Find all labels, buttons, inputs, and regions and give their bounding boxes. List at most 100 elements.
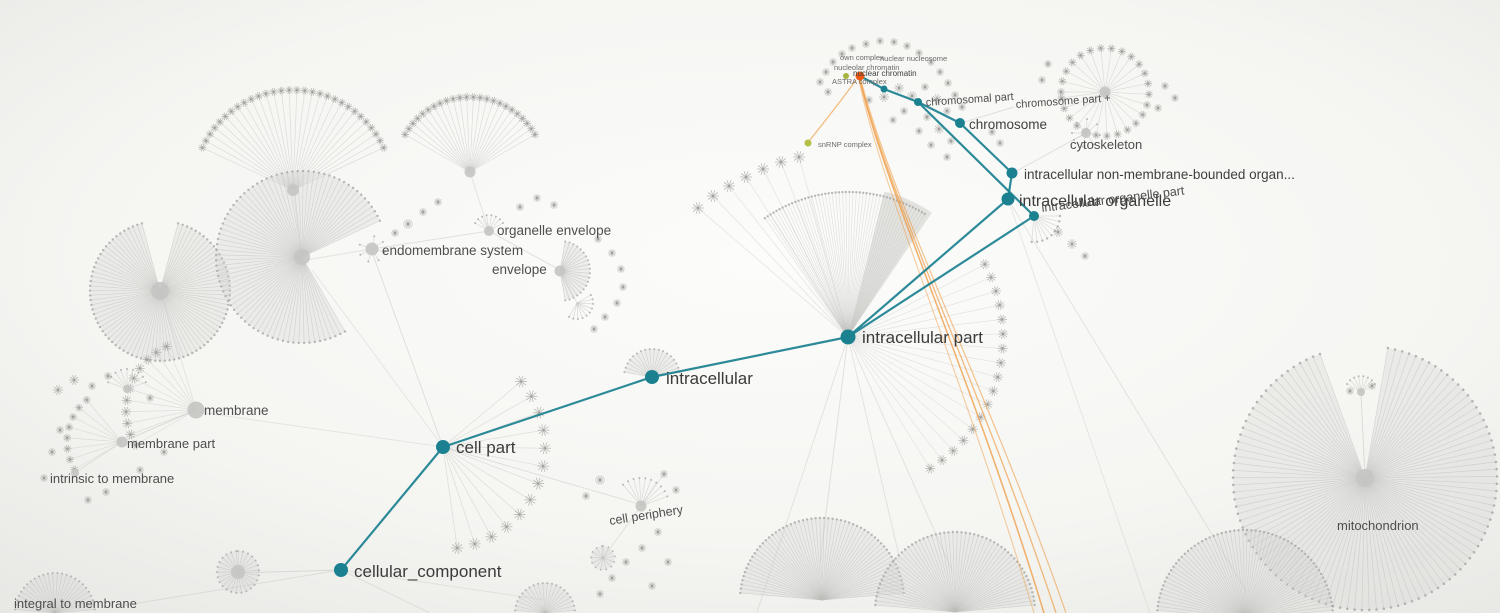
node-chromosome[interactable]: [955, 118, 965, 128]
asterisk-center: [521, 117, 524, 120]
hub-node[interactable]: [187, 401, 205, 419]
node-intracellular-organelle[interactable]: [1001, 192, 1015, 206]
hub-node[interactable]: [294, 249, 310, 265]
label-cytoskeleton[interactable]: cytoskeleton: [1070, 137, 1142, 152]
fan-tip-node: [216, 330, 219, 333]
hub-node[interactable]: [1099, 86, 1111, 98]
asterisk-node: [986, 272, 997, 283]
node-non-membrane-organelle[interactable]: [1006, 167, 1018, 179]
fan-spoke: [159, 257, 223, 292]
label-nuclear-chromatin[interactable]: nuclear chromatin: [853, 69, 917, 78]
fan-tip-node: [666, 352, 669, 355]
fan-spoke: [1297, 609, 1333, 613]
fan-spoke: [1161, 589, 1232, 613]
label-nuclear-nucleosome[interactable]: nuclear nucleosome: [880, 54, 947, 63]
graph-edge: [847, 336, 953, 571]
label-intracellular-non-membrane-bounded-organ[interactable]: intracellular non-membrane-bounded organ…: [1024, 167, 1295, 182]
hub-node[interactable]: [1081, 128, 1091, 138]
label-chromosome[interactable]: chromosome: [969, 117, 1047, 132]
fan-spoke: [1364, 477, 1493, 513]
hub-node[interactable]: [116, 436, 128, 448]
label-endomembrane-system[interactable]: endomembrane system: [382, 243, 523, 258]
fan-spoke: [1252, 407, 1366, 479]
label-intracellular-organelle[interactable]: intracellular organelle: [1019, 193, 1171, 210]
fan-tip-node: [524, 589, 527, 592]
fan-tip-node: [501, 222, 504, 224]
fan-spoke: [954, 536, 983, 613]
node-fan: [763, 190, 926, 338]
fan-tip-node: [827, 517, 830, 520]
label-membrane[interactable]: membrane: [204, 403, 269, 418]
node-green-complex-2[interactable]: [804, 139, 812, 147]
fan-spoke: [220, 228, 303, 258]
hub-node[interactable]: [231, 565, 245, 579]
label-mitochondrion[interactable]: mitochondrion: [1337, 518, 1419, 533]
fan-tip-node: [1440, 369, 1443, 372]
fan-tip-node: [1456, 383, 1460, 386]
hub-node[interactable]: [1357, 388, 1365, 396]
label-organelle-envelope[interactable]: organelle envelope: [497, 223, 611, 238]
label-integral-to-membrane[interactable]: integral to membrane: [14, 596, 137, 611]
label-cellular-component[interactable]: cellular_component: [354, 562, 502, 581]
asterisk-center: [50, 450, 54, 454]
node-intracellular[interactable]: [645, 370, 659, 384]
fan-tip-node: [653, 348, 656, 351]
fan-tip-node: [599, 568, 602, 571]
label-snrnp-complex[interactable]: snRNP complex: [818, 140, 872, 149]
hub-node[interactable]: [464, 166, 476, 178]
fan-tip-node: [858, 191, 861, 194]
fan-tip-node: [1476, 544, 1480, 548]
node-cellular-component[interactable]: [334, 563, 348, 577]
hub-node[interactable]: [1356, 469, 1374, 487]
fan-tip-node: [1330, 600, 1333, 604]
label-intracellular[interactable]: intracellular: [666, 369, 753, 388]
asterisk-node: [660, 470, 668, 478]
label-nucleolar-chromatin[interactable]: nucleolar chromatin: [834, 63, 899, 72]
fan-spoke: [1248, 550, 1303, 613]
hub-node[interactable]: [287, 184, 299, 196]
hub-node[interactable]: [123, 385, 131, 393]
hub-node[interactable]: [151, 282, 169, 300]
hub-node[interactable]: [71, 469, 79, 477]
asterisk-center: [603, 315, 607, 319]
fan-spoke: [54, 576, 72, 613]
label-cell-part[interactable]: cell part: [456, 438, 516, 457]
node-green-complex-1[interactable]: [843, 73, 849, 79]
fan-tip-node: [186, 225, 189, 228]
fan-tip-node: [1238, 519, 1242, 522]
fan-tip-node: [119, 232, 122, 235]
fan-tip-node: [564, 240, 567, 243]
node-intracellular-part[interactable]: [840, 329, 856, 345]
label-intracellular-part[interactable]: intracellular part: [862, 328, 983, 347]
fan-tip-node: [1297, 547, 1300, 550]
node-intracellular-organelle-part[interactable]: [1029, 211, 1039, 221]
label-intrinsic-to-membrane[interactable]: intrinsic to membrane: [50, 471, 174, 486]
fan-spoke: [301, 190, 358, 258]
fan-tip-node: [675, 362, 678, 365]
node-nuclear-chromatin[interactable]: [855, 71, 865, 81]
label-membrane-part[interactable]: membrane part: [127, 436, 216, 451]
hub-node[interactable]: [635, 500, 647, 512]
label-astra-complex[interactable]: ASTRA complex: [832, 77, 887, 86]
asterisk-node: [757, 163, 769, 175]
fan-tip-node: [613, 561, 616, 563]
fan-spoke: [469, 103, 501, 173]
fan-tip-node: [781, 526, 785, 529]
fan-spoke: [16, 599, 56, 613]
hub-node[interactable]: [484, 226, 494, 236]
label-own-complex[interactable]: own complex: [840, 53, 884, 62]
fan-tip-node: [890, 555, 893, 558]
graph-edge: [1007, 198, 1248, 593]
fan-spoke: [147, 359, 197, 411]
asterisk-node: [1086, 46, 1095, 55]
asterisk-center: [264, 92, 268, 95]
hub-node[interactable]: [365, 242, 379, 256]
node-cell-part[interactable]: [436, 440, 450, 454]
fan-spoke: [1249, 414, 1366, 479]
label-envelope[interactable]: envelope: [492, 262, 547, 277]
hub-node[interactable]: [554, 265, 566, 277]
node-chromosomal-part[interactable]: [914, 98, 922, 106]
fan-spoke: [847, 336, 931, 469]
node-chromatin[interactable]: [880, 85, 888, 93]
